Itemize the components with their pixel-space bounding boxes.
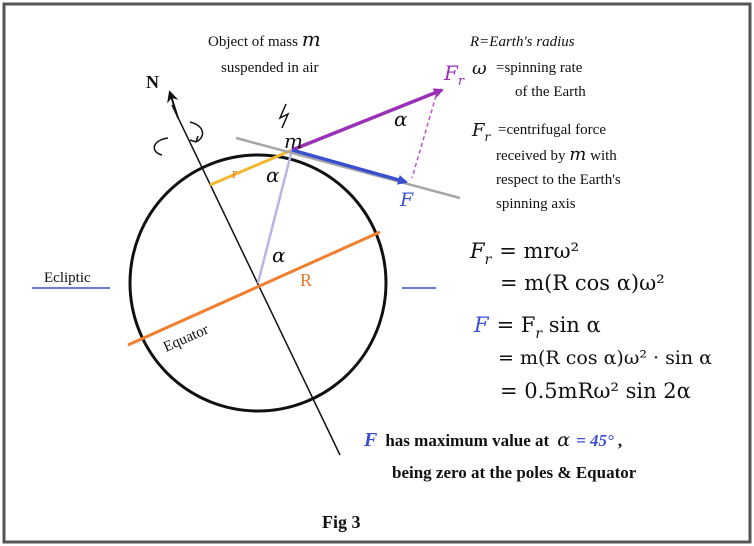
f-arrow — [291, 148, 408, 185]
legend-fr-def-1: =centrifugal force — [498, 122, 606, 138]
small-r-line — [209, 148, 293, 187]
fr-arrow — [291, 88, 444, 152]
alpha-label-mass: α — [266, 163, 280, 187]
eq1: Fr= mrω² — [469, 239, 579, 268]
label-pointer — [278, 103, 290, 129]
legend-r-def: R=Earth's radius — [469, 34, 575, 50]
mass-label: m — [284, 129, 303, 153]
legend-omega-def-2: of the Earth — [515, 84, 586, 100]
north-label: N — [146, 72, 159, 92]
big-r-label: R — [300, 270, 312, 290]
legend-omega-symbol: ω — [472, 58, 487, 79]
rotation-arrow-icon — [153, 121, 204, 156]
radius-to-mass — [256, 149, 294, 284]
eq3: F= Fr sin α — [473, 313, 601, 342]
ecliptic-label: Ecliptic — [44, 270, 91, 286]
object-label-line2: suspended in air — [221, 60, 318, 76]
object-label-line1: Object of mass m — [208, 27, 321, 51]
legend-fr-symbol: Fr — [471, 120, 492, 144]
alpha-label-arrows: α — [394, 107, 408, 131]
legend-fr-def-4: spinning axis — [496, 196, 576, 212]
conclusion-line2: being zero at the poles & Equator — [392, 463, 637, 482]
north-arrow — [167, 90, 179, 119]
legend-omega-def-1: =spinning rate — [496, 60, 583, 76]
spin-axis — [171, 104, 341, 456]
earth-circle — [128, 153, 388, 413]
alpha-label-center: α — [272, 243, 286, 267]
eq2: = m(R cos α)ω² — [500, 271, 665, 295]
small-r-label: r — [232, 166, 237, 182]
tangent-line — [235, 136, 461, 200]
equator-line — [127, 230, 381, 347]
legend-fr-def-2: received by m with — [496, 144, 617, 165]
figure-caption: Fig 3 — [322, 512, 361, 532]
f-arrow-label: F — [399, 189, 414, 211]
object-label-m: m — [302, 27, 321, 51]
eq4: = m(R cos α)ω² · sin α — [498, 347, 712, 369]
eq5: = 0.5mRω² sin 2α — [500, 379, 691, 403]
fr-arrow-label: Fr — [443, 61, 465, 89]
rotation-arrow-head-icon — [189, 135, 199, 143]
projection-dashed — [411, 95, 437, 179]
legend-fr-def-3: respect to the Earth's — [496, 172, 621, 188]
